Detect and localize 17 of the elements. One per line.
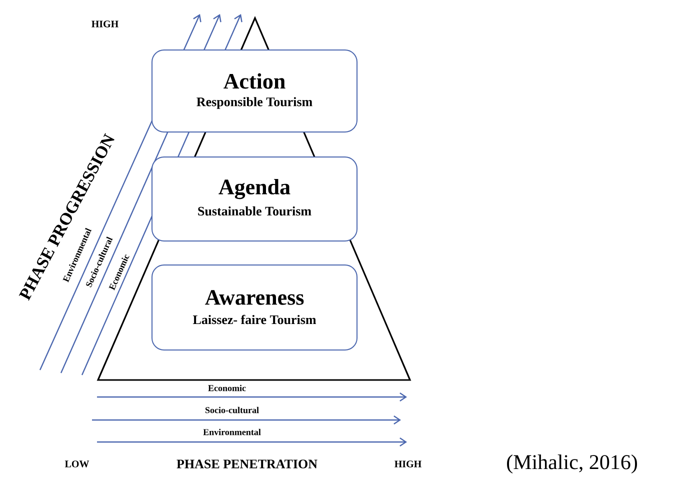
axis-label: LOW [64,460,90,468]
stage-box [152,50,358,132]
arrow-label: Environmental [203,428,261,436]
stage-title: Agenda [218,178,290,200]
axis-label: HIGH [394,460,422,468]
stage-box [152,156,358,242]
stage-subtitle: Sustainable Tourism [198,206,312,216]
arrow-label: Economic [208,384,246,392]
arrow-label: Socio-cultural [206,406,259,414]
stage-box [152,264,358,350]
axis-label: HIGH [92,20,118,28]
stage-title: Action [224,73,286,89]
caption: (Mihalic, 2016) [507,454,637,474]
axis-title: PHASE PENETRATION [176,460,318,468]
stage-title: Awareness [205,290,304,305]
stage-subtitle: Laissez- faire Tourism [192,314,316,324]
stage-subtitle: Responsible Tourism [196,97,312,109]
